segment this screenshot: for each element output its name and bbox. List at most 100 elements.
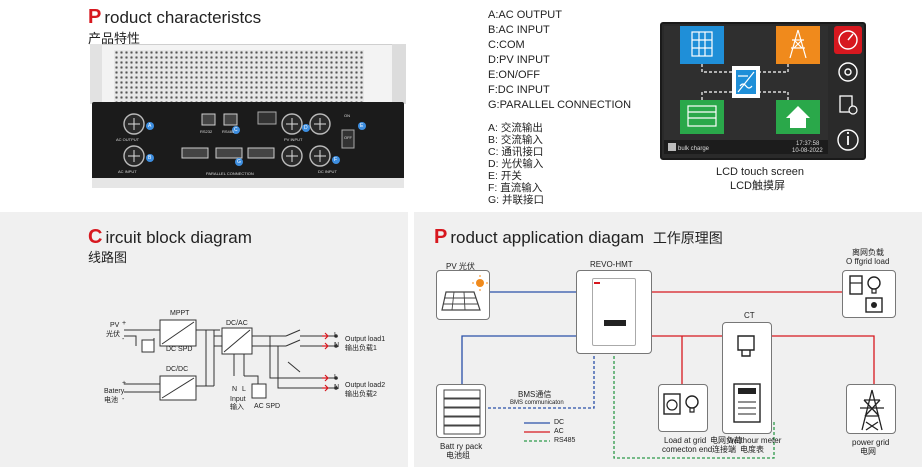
circuit-panel [0, 212, 408, 467]
watthour-meter-icon [733, 383, 761, 423]
chassis-side-right [392, 44, 406, 104]
lcd-status-text: bulk charge [678, 146, 710, 152]
parallel-port-3 [247, 147, 275, 159]
washer-icon [663, 393, 681, 415]
panel-label-on: ON [344, 113, 350, 118]
rj45-port-1 [201, 113, 216, 126]
circuit-load2-cn-label: 输出负载2 [345, 391, 377, 398]
title-rest: roduct application diagam [450, 228, 645, 247]
circuit-battery-plus: + [122, 380, 127, 387]
lcd-grid-tile [776, 26, 820, 64]
panel-label-ac-input: AC INPUT [118, 169, 137, 174]
load2-l-terminal [334, 376, 338, 380]
load-grid-en1: Load at grid [664, 436, 707, 445]
legend-dc-label: DC [554, 419, 565, 426]
panel-label-f: F [334, 157, 338, 163]
transmission-tower-icon [860, 389, 884, 431]
legend-cn-item: C: 通讯接口 [488, 146, 544, 158]
battery-dc-line [461, 335, 576, 386]
vent-grille [114, 50, 364, 102]
lcd-date: 10-08-2022 [792, 148, 823, 154]
marker-a [146, 122, 154, 130]
inverter-body [592, 278, 636, 346]
legend-cn-item: D: 光伏输入 [488, 158, 544, 170]
title-cap: C [88, 226, 103, 248]
legend-rs485-label: RS485 [554, 437, 576, 444]
legend-cn-item: E: 开关 [488, 170, 522, 182]
circuit-load1-label: Output load1 [345, 336, 386, 343]
dip-switch [257, 111, 277, 125]
offgrid-cn-label: 离网负载 [852, 248, 884, 257]
title-cap: P [88, 6, 102, 28]
circuit-load1-cn-label: 输出负载1 [345, 345, 377, 352]
inverter-logo [594, 282, 600, 284]
circuit-load2-n: N [334, 384, 340, 391]
legend-cn-item: G: 并联接口 [488, 194, 545, 206]
legend-en-item: C:COM [488, 39, 525, 51]
battery-stack-icon [443, 389, 481, 435]
legend-ac-label: AC [554, 428, 564, 435]
legend-en-item: F:DC INPUT [488, 84, 550, 96]
marker-g [235, 158, 243, 166]
circuit-load2-l: L [334, 374, 338, 381]
panel-label-pv-input: PV INPUT [284, 137, 303, 142]
bms-en-label: BMS communicaton [510, 400, 564, 406]
panel-label-e: E [360, 123, 364, 129]
load1-n-terminal [334, 344, 338, 348]
circuit-input-label: Input [230, 396, 246, 403]
meter-en-label: watthour meter [728, 436, 782, 445]
fridge-icon [849, 275, 863, 295]
grid-en-label: power grid [852, 438, 890, 447]
circuit-load1-l: L [334, 332, 338, 339]
panel-base [92, 178, 404, 188]
legend-cn-item: F: 直流输入 [488, 182, 543, 194]
marker-f [332, 156, 340, 164]
circuit-load1-n: N [334, 342, 340, 349]
application-connections [461, 291, 875, 459]
port-legend-cn: A: 交流输出 B: 交流输入 C: 通讯接口 D: 光伏输入 E: 开关 F:… [488, 122, 544, 206]
circuit-pv-minus: - [122, 336, 125, 343]
marker-c [232, 126, 240, 134]
title-cn: 工作原理图 [652, 230, 723, 246]
inverter-label: REVO-HMT [590, 260, 633, 269]
ct-meter-icons [733, 335, 761, 423]
load1-l-terminal [334, 334, 338, 338]
lcd-caption-en: LCD touch screen [716, 166, 805, 178]
load-grid-en2: comecton end [662, 445, 713, 454]
load-grid-box [658, 384, 708, 432]
power-switch [341, 129, 355, 149]
legend-en-item: D:PV INPUT [488, 54, 550, 66]
legend-en-item: G:PARALLEL CONNECTION [488, 99, 632, 111]
circuit-diagram [124, 319, 338, 401]
panel-label-a: A [148, 123, 152, 129]
inverter-bottom-panel-image: A B C D E F G AC OUTPUT AC INPUT PV INPU… [88, 42, 408, 192]
panel-label-g: G [237, 159, 241, 165]
marker-b [146, 154, 154, 162]
circuit-mppt-label: MPPT [170, 310, 190, 317]
rj45-port-2 [223, 113, 238, 126]
title-rest: roduct characteristcs [104, 8, 262, 27]
legend-en-item: B:AC INPUT [488, 24, 550, 36]
lcd-screen-drawing [664, 26, 862, 154]
legend-cn-item: A: 交流输出 [488, 122, 543, 134]
marker-d [302, 124, 310, 132]
circuit-pv-plus: + [122, 320, 127, 327]
load1-arrow-n [322, 342, 329, 350]
load2-arrow-n [322, 384, 329, 392]
load1-arrow-l [322, 332, 329, 340]
circuit-input-n: N [232, 386, 238, 393]
legend-en-item: A:AC OUTPUT [488, 9, 562, 21]
bms-cn-label: BMS通信 [518, 390, 552, 399]
panel-label-parallel: PARALLEL CONNECTION [206, 171, 254, 176]
offgrid-load-icons [849, 275, 883, 313]
battery-cn-label: 电池组 [446, 451, 470, 460]
bulb-icon [867, 276, 881, 290]
circuit-input-l: L [242, 386, 246, 393]
offgrid-en-label: O ffgrid load [846, 257, 890, 266]
terminal-panel-drawing [123, 111, 366, 167]
parallel-port-2 [215, 147, 243, 159]
load-grid-icons [663, 393, 699, 415]
load-grid-cn2: 连接端 [712, 445, 736, 454]
circuit-pv-cn-label: 光伏 [106, 331, 120, 338]
